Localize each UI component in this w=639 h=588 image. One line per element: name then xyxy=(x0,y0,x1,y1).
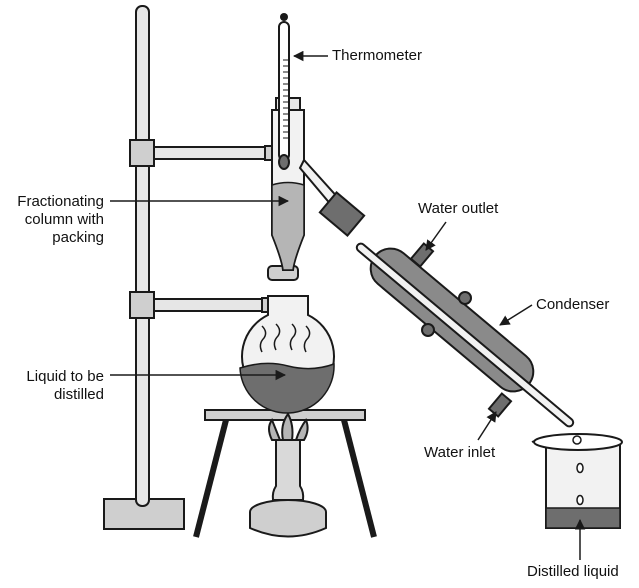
condenser xyxy=(355,242,575,428)
label-liquid-line-2: distilled xyxy=(53,386,104,403)
condenser-knob-top xyxy=(458,291,472,305)
thermometer-tube xyxy=(278,21,290,161)
water-inlet-port xyxy=(487,392,513,418)
label-fractionating-line-2: column with xyxy=(24,211,104,228)
thermometer-top xyxy=(280,13,288,21)
thermometer-scale xyxy=(283,59,288,139)
label-liquid-line-1: Liquid to be xyxy=(26,368,104,385)
label-distilled-liquid: Distilled liquid xyxy=(527,563,619,580)
thermometer-bulb xyxy=(278,154,290,170)
label-fractionating-line-1: Fractionating xyxy=(17,193,104,210)
drop-1 xyxy=(576,462,584,474)
stand-rod xyxy=(135,5,150,507)
round-bottom-flask xyxy=(239,265,335,414)
label-water-inlet: Water inlet xyxy=(424,444,496,461)
side-arm xyxy=(298,158,366,237)
receiving-beaker xyxy=(531,433,623,529)
leader-water-inlet xyxy=(477,411,497,441)
condenser-inner-tube xyxy=(355,242,575,428)
drip-tip xyxy=(572,435,582,445)
label-fractionating-line-3: packing xyxy=(52,229,104,246)
flask-liquid xyxy=(239,362,335,414)
retort-stand xyxy=(103,5,185,530)
label-water-outlet: Water outlet xyxy=(418,200,499,217)
distilled-liquid-fill xyxy=(545,507,621,529)
burner xyxy=(249,412,327,538)
label-liquid-to-be-distilled: Liquid to be distilled xyxy=(0,368,104,404)
burner-flame xyxy=(268,412,309,441)
vapour-lines xyxy=(259,323,311,353)
leader-water-outlet xyxy=(425,221,447,251)
column-packing xyxy=(271,181,305,271)
thermometer xyxy=(278,13,290,170)
side-arm-stopper xyxy=(318,191,366,237)
label-thermometer: Thermometer xyxy=(332,47,423,64)
drop-2 xyxy=(576,494,584,506)
label-leaders xyxy=(110,50,586,560)
condenser-knob-bottom xyxy=(421,323,435,337)
leader-condenser xyxy=(499,304,533,326)
label-condenser: Condenser xyxy=(536,296,610,313)
label-fractionating-column: Fractionating column with packing xyxy=(0,193,104,247)
